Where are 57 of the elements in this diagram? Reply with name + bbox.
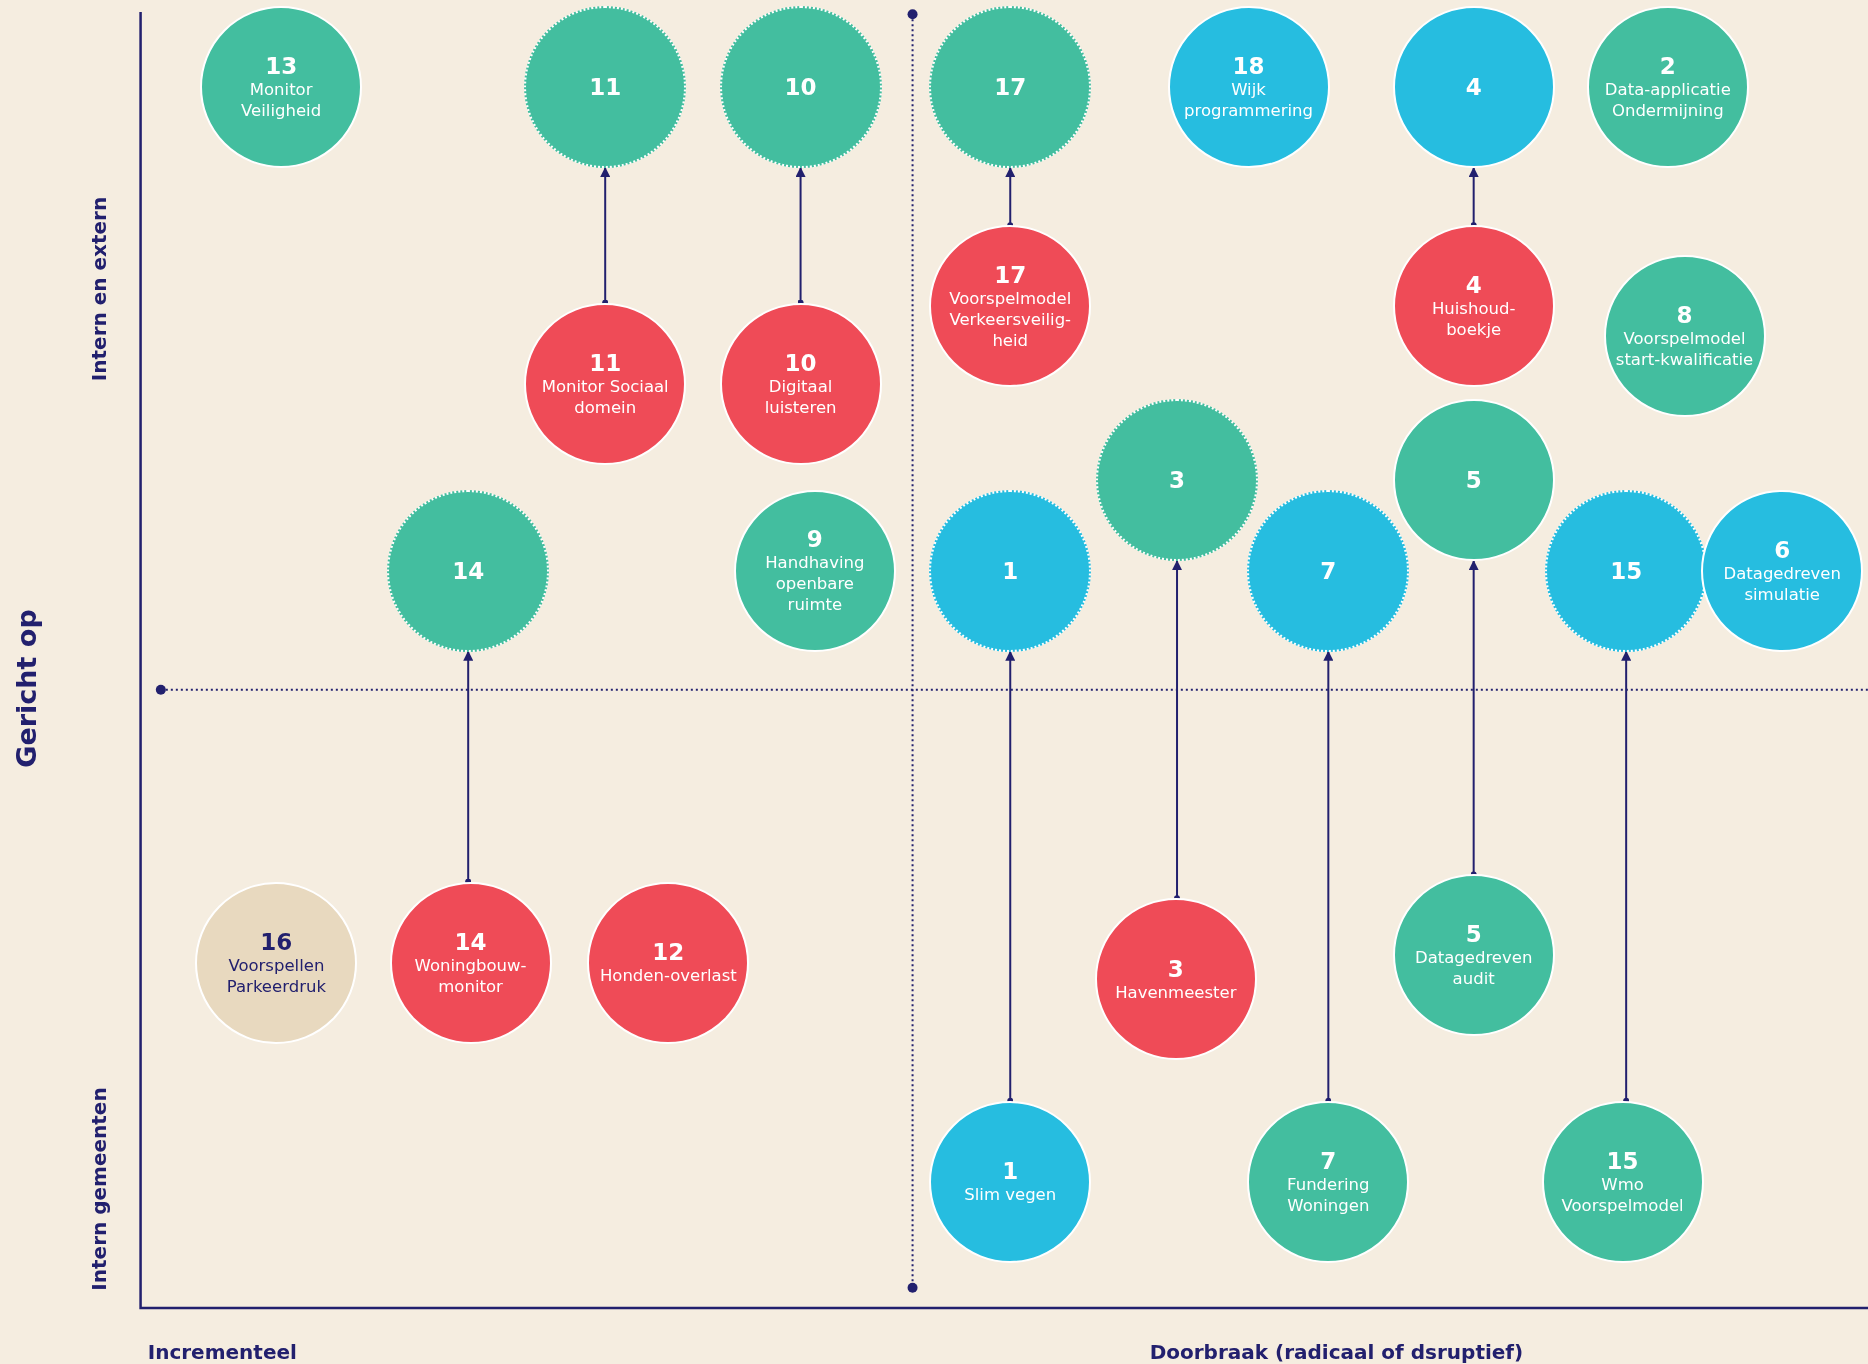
project-name: Digitaal luisteren xyxy=(763,375,838,418)
project-number: 7 xyxy=(1320,557,1337,584)
project-name: Slim vegen xyxy=(963,1184,1058,1206)
project-number: 12 xyxy=(652,939,685,966)
project-number: 7 xyxy=(1320,1147,1337,1174)
project-name: Woningbouw-monitor xyxy=(413,954,528,997)
project-number: 11 xyxy=(589,73,622,100)
project-name: Data-applicatie Ondermijning xyxy=(1603,78,1732,121)
project-name: Wmo Voorspelmodel xyxy=(1560,1173,1685,1216)
project-name: Monitor Sociaal domein xyxy=(540,375,670,418)
project-name: Monitor Veiligheid xyxy=(240,78,323,121)
project-number: 6 xyxy=(1774,536,1791,563)
arrow xyxy=(1621,650,1632,1104)
arrow xyxy=(463,650,474,885)
arrow xyxy=(1323,650,1334,1104)
project-name: Handhaving openbare ruimte xyxy=(764,552,866,616)
project-number: 13 xyxy=(265,52,298,79)
project-number: 16 xyxy=(260,928,293,955)
project-name: Fundering Woningen xyxy=(1286,1173,1371,1216)
project-number: 14 xyxy=(452,557,485,584)
project-number: 3 xyxy=(1169,467,1185,494)
arrow xyxy=(1005,650,1016,1104)
project-number: 17 xyxy=(994,73,1027,100)
project-name: Voorspelmodel Verkeersveilig-heid xyxy=(948,287,1073,351)
project-number: 15 xyxy=(1610,557,1643,584)
axis-label: Intern gemeenten xyxy=(87,1087,112,1291)
project-number: 14 xyxy=(454,928,487,955)
axis-label: Incrementeel xyxy=(147,1340,297,1364)
project-name: Datagedreven simulatie xyxy=(1722,562,1842,605)
arrow xyxy=(795,166,806,306)
project-number: 8 xyxy=(1676,301,1693,328)
project-number: 11 xyxy=(589,349,622,376)
project-number: 10 xyxy=(784,349,817,376)
project-number: 18 xyxy=(1232,52,1265,79)
project-number: 5 xyxy=(1465,921,1482,948)
project-name: Wijk programmering xyxy=(1183,78,1314,121)
axis-label: Intern en extern xyxy=(87,197,112,382)
project-name: Havenmeester xyxy=(1114,981,1238,1003)
project-number: 2 xyxy=(1659,52,1676,79)
project-name: Huishoud-boekje xyxy=(1430,298,1517,341)
project-name: Voorspellen Parkeerdruk xyxy=(225,954,327,997)
project-name: Honden-overlast xyxy=(598,965,738,987)
arrow xyxy=(600,166,611,306)
project-number: 4 xyxy=(1465,73,1482,100)
project-number: 17 xyxy=(994,261,1027,288)
project-number: 3 xyxy=(1167,955,1184,982)
axis-title: Gericht op xyxy=(10,609,42,768)
project-number: 4 xyxy=(1465,272,1482,299)
project-number: 15 xyxy=(1606,1147,1639,1174)
project-number: 1 xyxy=(1002,557,1019,584)
project-number: 1 xyxy=(1002,1158,1019,1185)
project-name: Voorspelmodel start-kwalificatie xyxy=(1614,327,1755,370)
project-name: Datagedreven audit xyxy=(1413,947,1534,990)
project-number: 5 xyxy=(1465,467,1482,494)
project-number: 9 xyxy=(806,526,823,553)
axis-label: Doorbraak (radicaal of dsruptief) xyxy=(1149,1340,1524,1364)
project-number: 10 xyxy=(784,73,817,100)
